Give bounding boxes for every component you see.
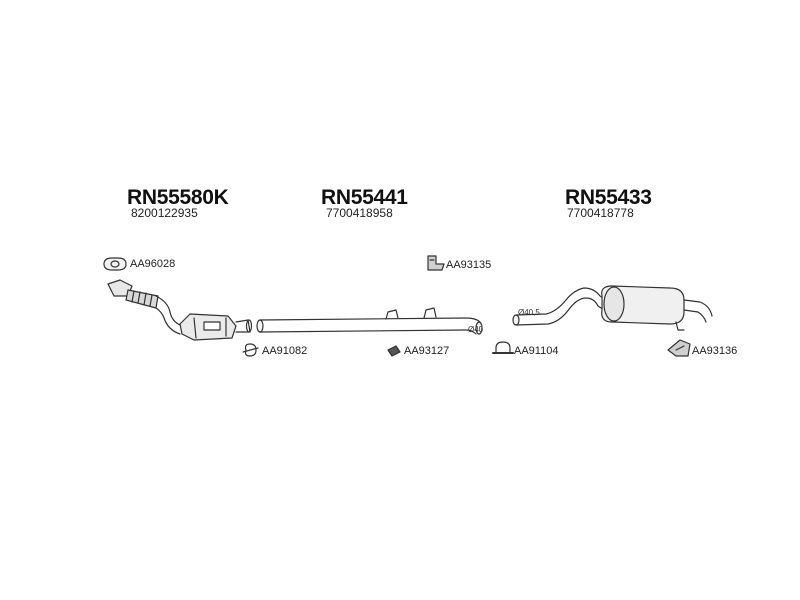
clamp-code-label: AA91082 (262, 345, 308, 357)
rubber-mount-icon (387, 345, 401, 357)
rear-muffler-part-number: RN55433 (565, 186, 652, 209)
bracket-icon (427, 255, 445, 271)
pipe-diameter-label: Ø40 (468, 325, 484, 334)
muffler-inlet-diameter-label: Ø40,5 (518, 308, 540, 317)
rear-muffler-oem-number: 7700418778 (567, 206, 634, 220)
hanger-bracket-code-label: AA93136 (692, 345, 738, 357)
bracket-code-label: AA93135 (446, 259, 492, 271)
rear-muffler-drawing (512, 285, 713, 331)
gasket-code-label: AA96028 (130, 258, 176, 270)
rubber-mount-code-label: AA93127 (404, 345, 450, 357)
hanger-bracket-icon (667, 339, 691, 357)
catalytic-converter-drawing (107, 279, 253, 341)
middle-pipe-oem-number: 7700418958 (326, 206, 393, 220)
u-clamp-code-label: AA91104 (514, 345, 559, 357)
catalytic-converter-oem-number: 8200122935 (131, 206, 198, 220)
middle-pipe-drawing (256, 307, 483, 335)
middle-pipe-part-number: RN55441 (321, 186, 408, 209)
catalytic-converter-part-number: RN55580K (127, 186, 229, 209)
gasket-icon (103, 257, 127, 271)
u-clamp-icon (492, 341, 514, 354)
clamp-icon (242, 343, 259, 357)
